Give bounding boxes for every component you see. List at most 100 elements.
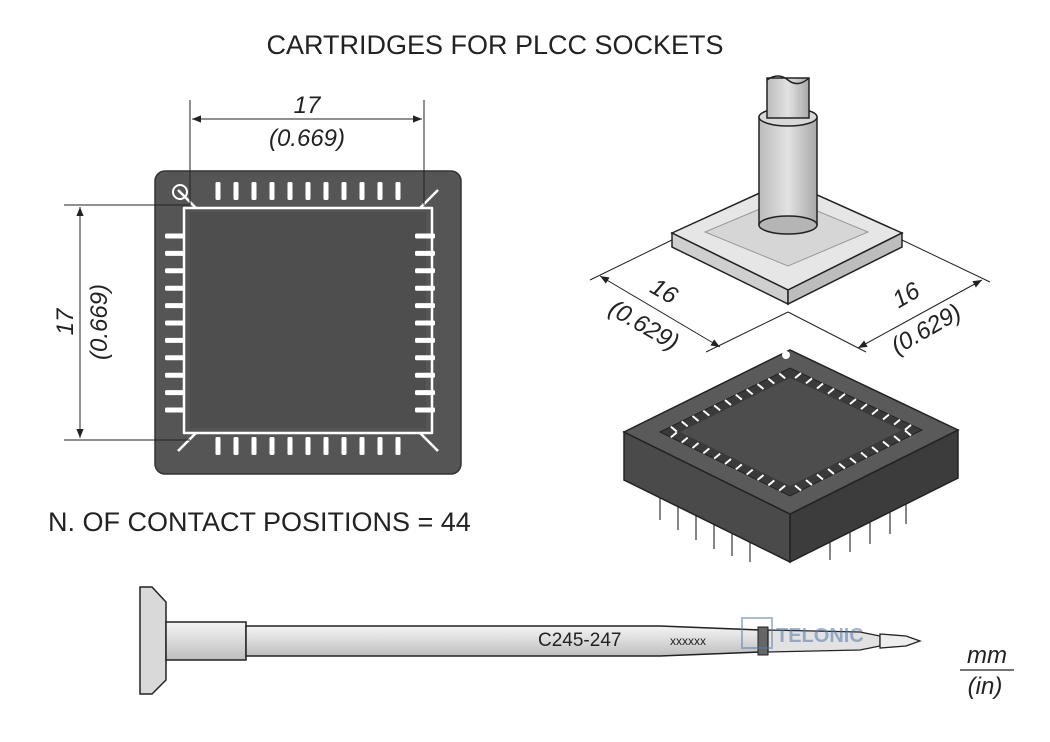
iso-pin-ul xyxy=(746,388,754,396)
iso-pin-ul xyxy=(713,404,721,412)
iso-pin-lr xyxy=(904,429,912,437)
contact-pin-top xyxy=(269,182,275,200)
iso-pin-ul xyxy=(778,372,786,380)
iso-pin-ur xyxy=(838,393,846,400)
contact-pin-left xyxy=(165,407,185,413)
watermark-logo: TELONIC xyxy=(741,617,864,649)
cartridge-side-view: C245-247 xxxxxx xyxy=(139,586,922,695)
contact-pin-right xyxy=(415,407,435,413)
contact-pin-right xyxy=(415,233,435,239)
iso-pin-lr xyxy=(805,479,813,486)
iso-pin-ul xyxy=(681,420,689,428)
iso-pin-lr xyxy=(838,462,846,470)
contact-pin-right xyxy=(415,250,435,256)
contact-pin-top xyxy=(287,182,293,200)
contact-pin-bottom xyxy=(377,437,383,455)
iso-pin-ur xyxy=(849,398,857,405)
iso-pin-ur xyxy=(860,403,868,410)
dimension-height: 17 (0.669) xyxy=(52,204,190,441)
contact-pin-right xyxy=(415,320,435,326)
iso-pin-ll xyxy=(778,484,786,492)
iso-pin-ul xyxy=(702,409,710,417)
contact-pin-top xyxy=(359,182,365,200)
contact-pins xyxy=(165,182,435,455)
dimension-width: 17 (0.669) xyxy=(189,92,425,205)
iso-pin-ul xyxy=(691,415,700,422)
contact-pin-top xyxy=(323,182,329,200)
iso-pin-ll xyxy=(702,447,710,455)
contact-pin-left xyxy=(165,250,185,256)
contact-pin-bottom xyxy=(287,437,293,455)
contact-pin-left xyxy=(165,320,185,326)
iso-pin-ul xyxy=(735,393,743,401)
contact-pin-bottom xyxy=(251,437,257,455)
contact-pin-left xyxy=(165,233,185,239)
iso-pin-ll xyxy=(681,436,689,444)
iso-right-mm-label: 16 xyxy=(888,277,925,314)
iso-pin-ur xyxy=(904,424,912,431)
contact-pin-bottom xyxy=(233,437,239,455)
contact-pin-right xyxy=(415,285,435,291)
contact-pin-right xyxy=(415,355,435,361)
iso-contact-pins xyxy=(670,372,912,492)
iso-pin-lr xyxy=(871,446,879,453)
iso-pin-lr xyxy=(882,440,890,448)
cartridge-iso-view xyxy=(670,75,904,306)
page-title: CARTRIDGES FOR PLCC SOCKETS xyxy=(266,30,723,60)
iso-pin-ll xyxy=(756,474,765,481)
width-mm-label: 17 xyxy=(294,92,322,119)
contact-pin-bottom xyxy=(305,437,311,455)
serial-number: xxxxxx xyxy=(670,634,706,648)
iso-pin-ul xyxy=(756,383,765,390)
height-mm-label: 17 xyxy=(52,307,79,335)
iso-pin-ur xyxy=(893,418,901,426)
contact-pin-bottom xyxy=(341,437,347,455)
iso-pin-ur xyxy=(882,413,890,421)
iso-pin-ll xyxy=(724,458,732,465)
contact-pin-left xyxy=(165,285,185,291)
contact-pin-bottom xyxy=(395,437,401,455)
contact-pin-left xyxy=(165,303,185,309)
contact-positions-label: N. OF CONTACT POSITIONS = 44 xyxy=(48,507,471,537)
iso-pin-ul xyxy=(724,399,732,406)
iso-left-mm-label: 16 xyxy=(645,273,682,310)
iso-pin-lr xyxy=(893,435,901,442)
socket-top-view xyxy=(154,170,462,475)
height-in-label: (0.669) xyxy=(86,284,113,360)
contact-pin-right xyxy=(415,303,435,309)
contact-pin-right xyxy=(415,268,435,274)
iso-pin-ur xyxy=(805,377,813,385)
contact-pin-top xyxy=(215,182,221,200)
iso-pin-ur xyxy=(827,387,835,395)
contact-pin-top xyxy=(377,182,383,200)
unit-primary: mm xyxy=(967,642,1007,669)
contact-pin-bottom xyxy=(359,437,365,455)
iso-pin-lr xyxy=(827,468,835,475)
contact-pin-left xyxy=(165,355,185,361)
contact-pin-top xyxy=(341,182,347,200)
contact-pin-left xyxy=(165,390,185,396)
width-in-label: (0.669) xyxy=(269,125,345,152)
model-code: C245-247 xyxy=(538,630,621,651)
iso-pin-ur xyxy=(794,372,802,379)
contact-pin-right xyxy=(415,390,435,396)
iso-pin-ul xyxy=(767,377,775,385)
contact-pin-left xyxy=(165,268,185,274)
contact-pin-bottom xyxy=(269,437,275,455)
contact-pin-bottom xyxy=(323,437,329,455)
iso-pin-ll xyxy=(713,452,721,460)
watermark-text: TELONIC xyxy=(776,625,864,647)
iso-pin-ll xyxy=(670,431,678,439)
contact-pin-bottom xyxy=(215,437,221,455)
iso-pin-ll xyxy=(735,463,743,471)
contact-pin-top xyxy=(395,182,401,200)
units-legend: mm (in) xyxy=(960,642,1014,700)
socket-iso-view xyxy=(622,349,960,564)
contact-pin-top xyxy=(233,182,239,200)
iso-pin-ll xyxy=(691,442,700,449)
iso-pin-ll xyxy=(767,479,775,487)
iso-pin-lr xyxy=(860,451,868,459)
contact-pin-top xyxy=(305,182,311,200)
iso-pin-lr xyxy=(816,473,824,481)
